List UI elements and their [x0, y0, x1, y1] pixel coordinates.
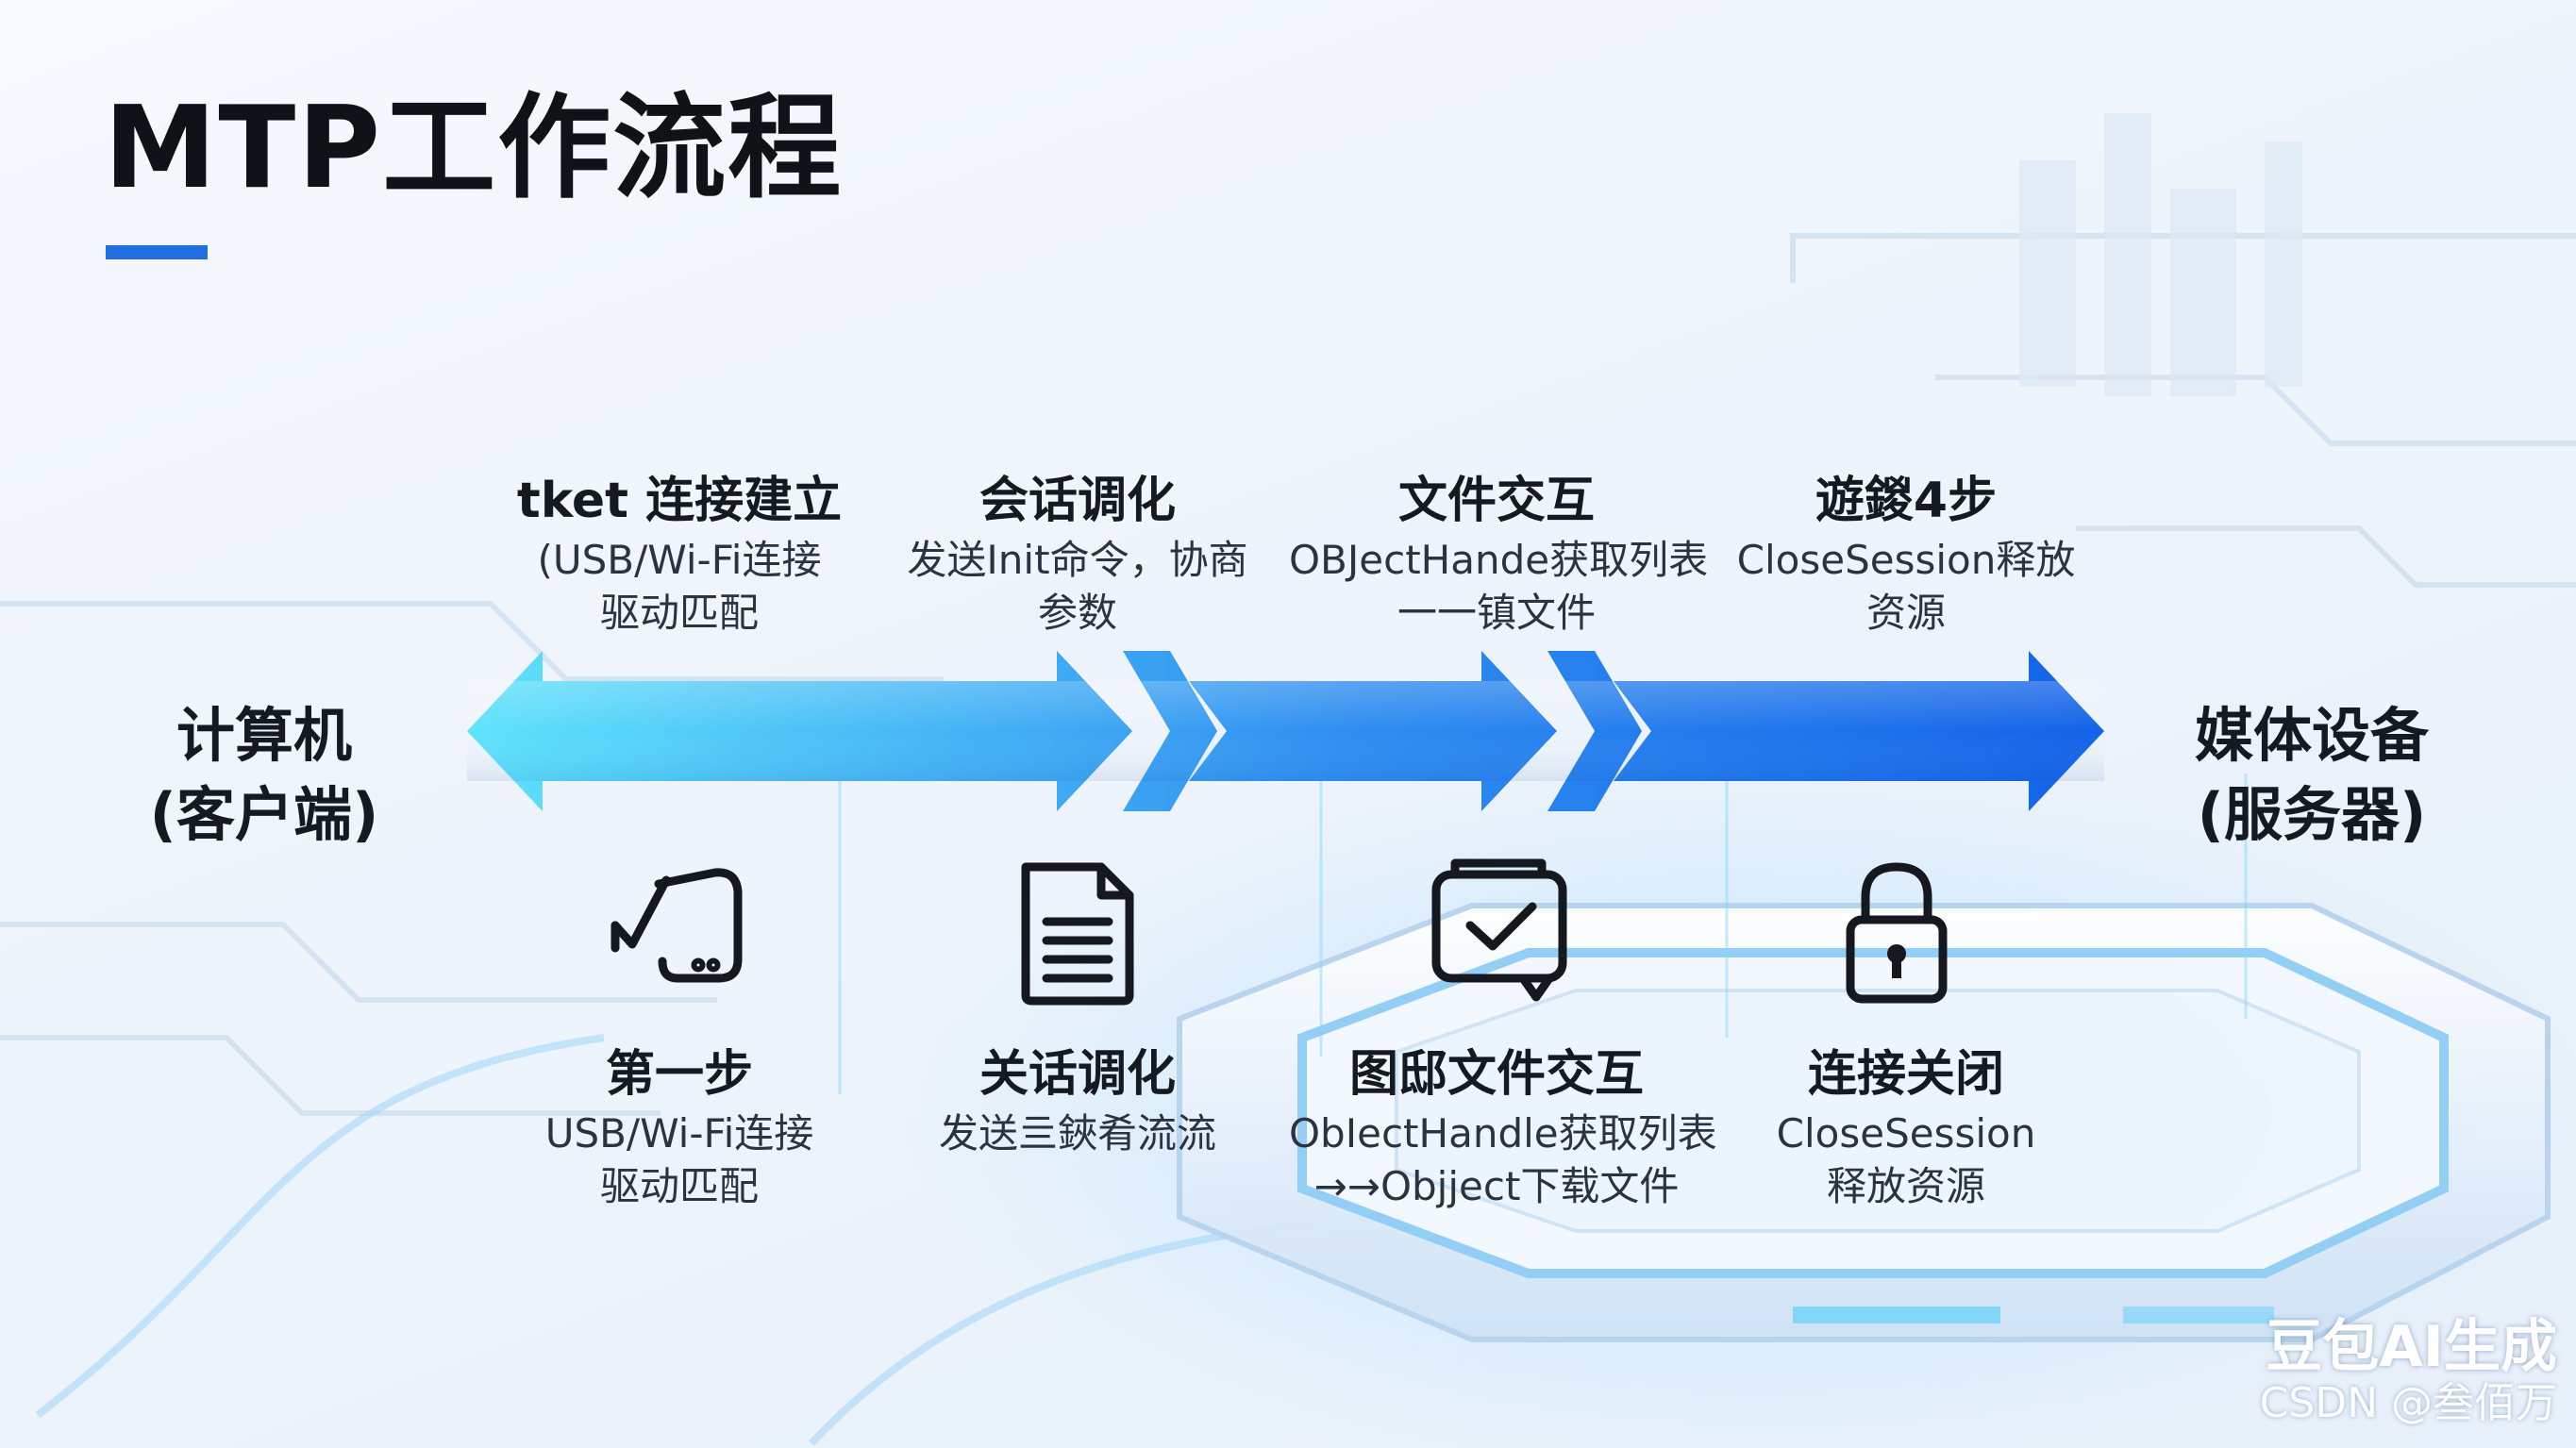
bottom-step-4-desc-line1: CloseSession [1776, 1110, 2036, 1157]
watermark-credit: CSDN @叁佰万 [2259, 1379, 2557, 1427]
top-step-2-title: 会话调化 [979, 473, 1176, 529]
bottom-step-4-title: 连接关闭 [1807, 1046, 2004, 1103]
top-step-4-desc-line2: 资源 [1865, 590, 1946, 636]
page-title: MTP工作流程 [104, 83, 844, 214]
bottom-step-4-label: 连接关闭 CloseSession 释放资源 [1698, 1041, 2114, 1213]
top-step-2-desc-line2: 参数 [1037, 590, 1117, 636]
document-icon [1021, 862, 1134, 1006]
top-step-3-desc-line1: OBJectHande获取列表 [1289, 537, 1709, 583]
bottom-step-1-label: 第一步 USB/Wi-Fi连接 驱动匹配 [472, 1041, 887, 1213]
top-step-3-title: 文件交互 [1397, 473, 1595, 529]
top-step-1-label: tket 连接建立 (USB/Wi-Fi连接 驱动匹配 [472, 468, 887, 640]
bottom-step-3-title: 图邸文件交互 [1348, 1046, 1644, 1103]
file-check-icon [1431, 858, 1567, 1002]
top-step-4-label: 遊鍐4步 CloseSession释放 资源 [1698, 468, 2114, 640]
bottom-step-4-desc-line2: 释放资源 [1826, 1163, 1985, 1209]
endpoint-computer-client: 计算机 (客户端) [104, 696, 425, 855]
endpoint-media-device-server: 媒体设备 (服务器) [2151, 696, 2472, 855]
title-underline [106, 245, 208, 259]
bottom-step-3-label: 图邸文件交互 ObIectHandle获取列表 →→Objject下载文件 [1289, 1041, 1717, 1213]
endpoint-left-line1: 计算机 [176, 701, 352, 770]
top-step-3-label: 文件交互 OBJectHande获取列表 一一镇文件 [1289, 468, 1709, 640]
top-step-4-title: 遊鍐4步 [1815, 473, 1998, 529]
bottom-step-3-desc-line1: ObIectHandle获取列表 [1289, 1110, 1717, 1157]
top-step-3-desc-line2: 一一镇文件 [1397, 590, 1596, 636]
bottom-step-1-desc-line2: 驱动匹配 [599, 1163, 759, 1209]
bottom-step-2-label: 关话调化 发送亖鋏肴流流 [870, 1041, 1285, 1160]
endpoint-right-line2: (服务器) [2197, 780, 2427, 849]
bottom-step-3-desc-line2: →→Objject下载文件 [1313, 1163, 1680, 1209]
top-step-2-label: 会话调化 发送Init命令，协商 参数 [870, 468, 1285, 640]
watermark-brand: 豆包AI生成 [2266, 1314, 2557, 1380]
endpoint-right-line1: 媒体设备 [2194, 701, 2429, 770]
bottom-step-2-desc-line1: 发送亖鋏肴流流 [938, 1110, 1216, 1157]
top-step-1-desc-line2: 驱动匹配 [599, 590, 759, 636]
top-step-1-desc-line1: (USB/Wi-Fi连接 [537, 537, 822, 583]
phone-link-icon [611, 868, 743, 983]
bottom-step-2-title: 关话调化 [979, 1046, 1176, 1103]
padlock-icon [1846, 862, 1948, 1004]
bottom-step-1-title: 第一步 [605, 1046, 753, 1103]
watermark: 豆包AI生成 CSDN @叁佰万 [2217, 1316, 2557, 1429]
top-step-4-desc-line1: CloseSession释放 [1736, 537, 2076, 583]
bottom-step-1-desc-line1: USB/Wi-Fi连接 [544, 1110, 814, 1157]
top-step-1-title: tket 连接建立 [516, 473, 843, 529]
top-step-2-desc-line1: 发送Init命令，协商 [907, 537, 1248, 583]
endpoint-left-line2: (客户端) [149, 780, 379, 849]
